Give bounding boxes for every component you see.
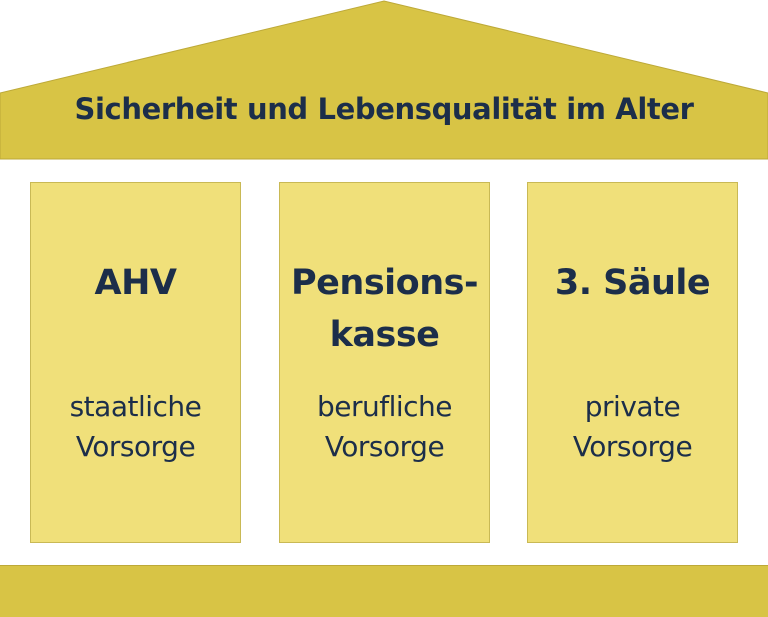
pillar-title: 3. Säule [528, 257, 737, 309]
pillar-subtitle-line: Vorsorge [572, 430, 693, 463]
pillar-title: AHV [31, 257, 240, 309]
pillar-subtitle-line: staatliche [69, 390, 202, 423]
pillar-subtitle-line: Vorsorge [324, 430, 445, 463]
pillar-subtitle-line: berufliche [316, 390, 453, 423]
pillar-subtitle-line: private [584, 390, 681, 423]
roof-shape [0, 0, 768, 160]
pillar-subtitle-line: Vorsorge [75, 430, 196, 463]
pillar-ahv: AHV staatliche Vorsorge [30, 182, 241, 543]
pillar-title-line: 3. Säule [554, 263, 711, 303]
pillar-pensionskasse: Pensions- kasse berufliche Vorsorge [279, 182, 490, 543]
pillar-title-line: AHV [94, 263, 177, 303]
roof [0, 0, 768, 160]
pillar-subtitle: private Vorsorge [528, 387, 737, 467]
pillar-title-line: Pensions- [291, 263, 478, 303]
pillar-3-saeule: 3. Säule private Vorsorge [527, 182, 738, 543]
roof-title: Sicherheit und Lebensqualität im Alter [74, 92, 694, 126]
pillar-title: Pensions- kasse [280, 257, 489, 361]
pillar-subtitle: berufliche Vorsorge [280, 387, 489, 467]
pillar-subtitle: staatliche Vorsorge [31, 387, 240, 467]
pillar-title-line: kasse [329, 315, 440, 355]
foundation [0, 565, 768, 617]
